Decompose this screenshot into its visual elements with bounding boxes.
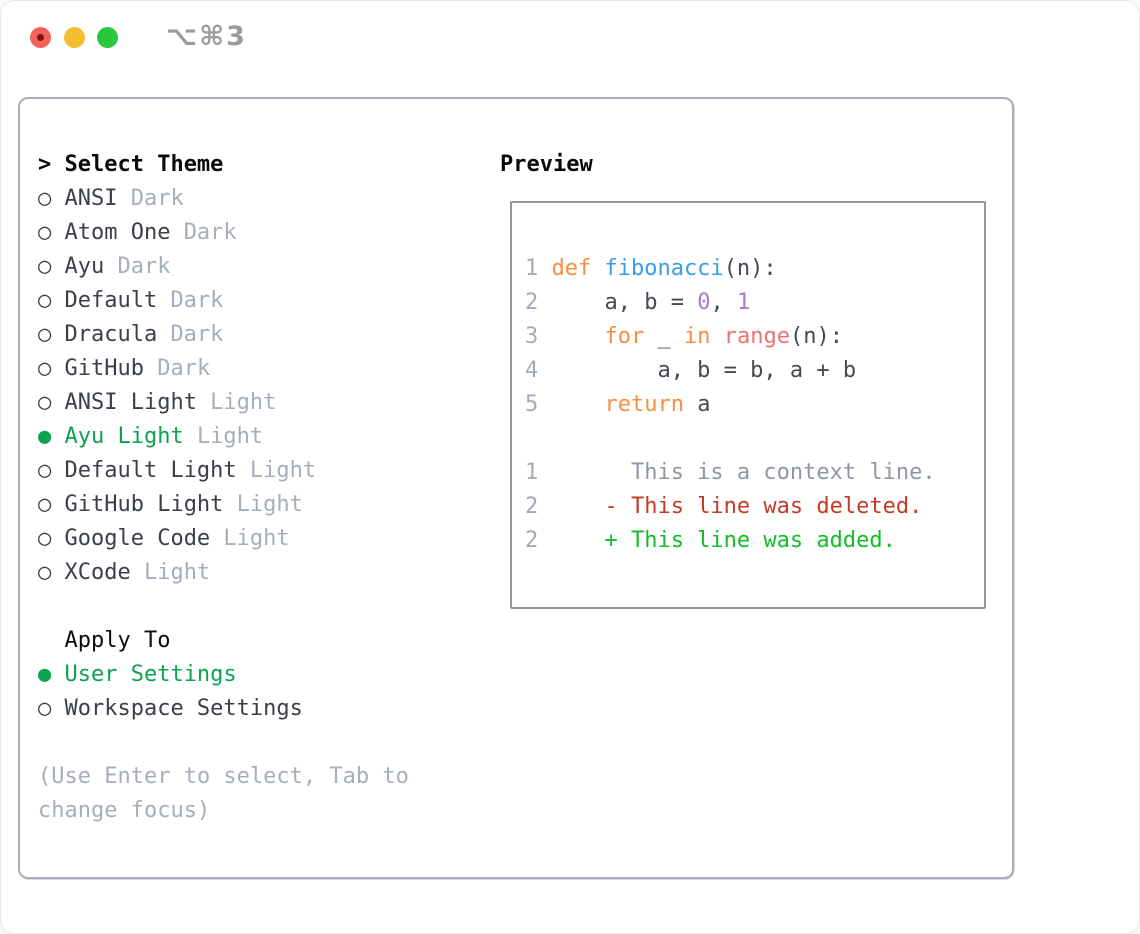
theme-variant: Light xyxy=(210,390,277,415)
theme-option-github-light[interactable]: ○ GitHub Light Light xyxy=(38,488,409,522)
radio-icon: ○ xyxy=(38,288,52,313)
radio-icon: ○ xyxy=(38,356,52,381)
blank-line xyxy=(525,422,936,456)
close-button[interactable] xyxy=(30,27,51,48)
preview-header: Preview xyxy=(500,152,593,177)
radio-icon: ○ xyxy=(38,560,52,585)
theme-variant: Dark xyxy=(170,288,224,313)
theme-variant: Light xyxy=(196,424,264,449)
theme-option-ansi-light[interactable]: ○ ANSI Light Light xyxy=(38,386,409,420)
line-number: 2 xyxy=(525,494,539,519)
theme-variant: Light xyxy=(223,526,290,551)
theme-variant: Light xyxy=(236,492,303,517)
apply-option-label: Workspace Settings xyxy=(64,696,303,721)
select-theme-title: Select Theme xyxy=(64,152,224,177)
theme-name: ANSI Light xyxy=(64,390,197,415)
theme-option-ayu-dark[interactable]: ○ Ayu Dark xyxy=(38,250,409,284)
theme-name: Atom One xyxy=(64,220,171,245)
theme-option-atom-one-dark[interactable]: ○ Atom One Dark xyxy=(38,216,409,250)
diff-context-line: 1 This is a context line. xyxy=(525,456,936,490)
theme-option-default-dark[interactable]: ○ Default Dark xyxy=(38,284,409,318)
theme-option-default-light[interactable]: ○ Default Light Light xyxy=(38,454,409,488)
minimize-button[interactable] xyxy=(64,27,85,48)
radio-icon: ○ xyxy=(38,696,52,721)
keyboard-hint-line2: change focus) xyxy=(38,798,211,823)
apply-option-label: User Settings xyxy=(64,662,237,687)
select-theme-header: > Select Theme xyxy=(38,148,409,182)
titlebar: ⌥⌘3 xyxy=(0,0,1140,72)
code-line-2: 2 a, b = 0, 1 xyxy=(525,286,936,320)
apply-option-user-settings[interactable]: ● User Settings xyxy=(38,658,409,692)
theme-option-dracula-dark[interactable]: ○ Dracula Dark xyxy=(38,318,409,352)
radio-selected-icon: ● xyxy=(38,424,52,449)
close-dot-icon xyxy=(37,34,44,41)
theme-option-github-dark[interactable]: ○ GitHub Dark xyxy=(38,352,409,386)
theme-name: Google Code xyxy=(64,526,211,551)
line-number: 4 xyxy=(525,358,539,383)
radio-icon: ○ xyxy=(38,220,52,245)
theme-name: ANSI xyxy=(64,186,118,211)
keyboard-hint-line1: (Use Enter to select, Tab to xyxy=(38,764,409,789)
theme-variant: Dark xyxy=(130,186,184,211)
radio-icon: ○ xyxy=(38,458,52,483)
line-number: 5 xyxy=(525,392,539,417)
theme-name: Ayu xyxy=(64,254,105,279)
maximize-button[interactable] xyxy=(97,27,118,48)
theme-option-ayu-light[interactable]: ● Ayu Light Light xyxy=(38,420,409,454)
code-line-3: 3 for _ in range(n): xyxy=(525,320,936,354)
radio-selected-icon: ● xyxy=(38,662,52,687)
theme-variant: Dark xyxy=(157,356,211,381)
theme-name: GitHub xyxy=(64,356,144,381)
diff-deleted-line: 2 - This line was deleted. xyxy=(525,490,936,524)
theme-option-ansi-dark[interactable]: ○ ANSI Dark xyxy=(38,182,409,216)
apply-option-workspace-settings[interactable]: ○ Workspace Settings xyxy=(38,692,409,726)
line-number: 1 xyxy=(525,256,539,281)
theme-name: Dracula xyxy=(64,322,158,347)
code-line-4: 4 a, b = b, a + b xyxy=(525,354,936,388)
apply-to-header: Apply To xyxy=(64,628,171,653)
theme-name: GitHub Light xyxy=(64,492,224,517)
radio-icon: ○ xyxy=(38,526,52,551)
line-number: 3 xyxy=(525,324,539,349)
line-number: 1 xyxy=(525,460,539,485)
theme-name: Ayu Light xyxy=(64,424,184,449)
line-number: 2 xyxy=(525,290,539,315)
prompt-caret-icon: > xyxy=(38,152,52,177)
theme-variant: Light xyxy=(143,560,211,585)
theme-name: Default Light xyxy=(64,458,237,483)
theme-variant: Dark xyxy=(170,322,224,347)
spacer xyxy=(38,726,409,760)
window-title: ⌥⌘3 xyxy=(166,21,247,52)
theme-name: XCode xyxy=(64,560,131,585)
radio-icon: ○ xyxy=(38,492,52,517)
code-line-5: 5 return a xyxy=(525,388,936,422)
diff-added-line: 2 + This line was added. xyxy=(525,524,936,558)
theme-option-google-code[interactable]: ○ Google Code Light xyxy=(38,522,409,556)
line-number: 2 xyxy=(525,528,539,553)
radio-icon: ○ xyxy=(38,390,52,415)
radio-icon: ○ xyxy=(38,254,52,279)
radio-icon: ○ xyxy=(38,322,52,347)
radio-icon: ○ xyxy=(38,186,52,211)
theme-option-xcode[interactable]: ○ XCode Light xyxy=(38,556,409,590)
theme-variant: Light xyxy=(249,458,317,483)
spacer xyxy=(38,590,409,624)
theme-name: Default xyxy=(64,288,158,313)
theme-variant: Dark xyxy=(183,220,237,245)
theme-variant: Dark xyxy=(117,254,171,279)
